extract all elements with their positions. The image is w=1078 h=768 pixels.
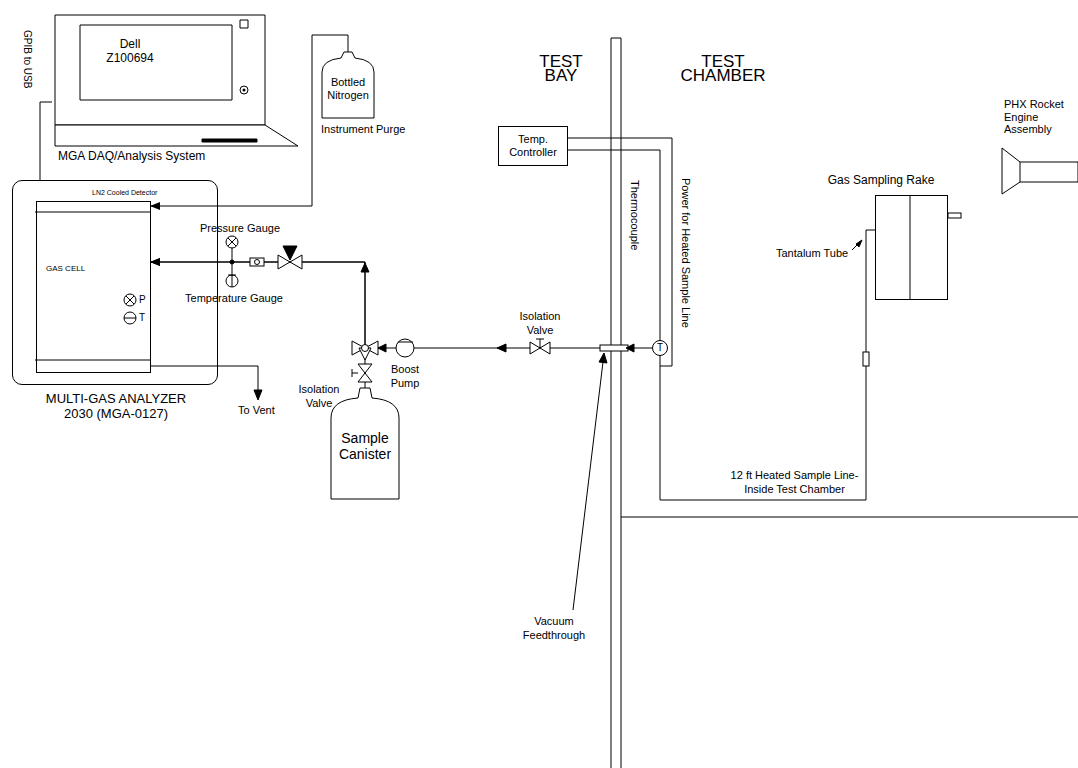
power-wire: [566, 138, 672, 366]
laptop: Dell Z100694MGA DAQ/Analysis System: [52, 12, 300, 167]
node-label: Dell Z100694: [95, 38, 165, 66]
vacuum-feedthrough: [600, 345, 628, 351]
connector-label: GPIB to USB: [21, 30, 33, 88]
arrowhead: [626, 344, 634, 352]
rake-probe: [948, 213, 961, 218]
vent-line: [150, 366, 258, 392]
node-label: GAS CELL: [46, 264, 85, 273]
nozzle-throat: [1020, 162, 1021, 182]
laptop-indicator: [240, 20, 248, 28]
three-way-valve-symbol: [352, 341, 378, 360]
text-label: Tantalum Tube: [776, 246, 848, 260]
cell-band: [35, 212, 150, 213]
rake-divider: [910, 195, 911, 300]
node-label: Sample Canister: [332, 430, 398, 462]
laptop-button: [240, 86, 248, 94]
node-label: Temp. Controller: [502, 133, 564, 158]
thermocouple-wire: [566, 150, 660, 341]
text-label: P: [139, 293, 146, 307]
laptop-button-dot: [243, 89, 246, 92]
cell-pressure-symbol: [124, 294, 136, 306]
text-label: Instrument Purge: [321, 122, 405, 136]
pressure-gauge-symbol: [226, 236, 238, 248]
laptop-base: [55, 125, 298, 146]
rocket-engine-assembly: PHX Rocket Engine Assembly: [998, 98, 1078, 198]
text-label: LN2 Cooled Detector: [92, 186, 157, 200]
arrowhead: [497, 344, 506, 352]
laptop-outline: [52, 12, 300, 167]
pump-symbol: [396, 339, 414, 357]
connector: [151, 230, 875, 500]
text-label: Temperature Gauge: [178, 291, 290, 305]
laptop-slot: [202, 139, 257, 142]
text-label: 12 ft Heated Sample Line- Inside Test Ch…: [722, 468, 867, 496]
vertical-label: Power for Heated Sample Line: [679, 178, 693, 328]
filter-symbol: [250, 258, 264, 266]
sample-canister: Sample Canister: [328, 388, 402, 500]
text-label: Pressure Gauge: [192, 221, 288, 235]
laptop-lid: [55, 15, 265, 125]
arrowhead: [361, 263, 369, 272]
text-label: To Vent: [238, 403, 275, 417]
vertical-label: Thermocouple: [628, 180, 642, 250]
arrowhead: [254, 390, 262, 400]
node-label: PHX Rocket Engine Assembly: [1004, 98, 1076, 136]
gas-cell: GAS CELL: [36, 201, 151, 373]
controller-box: Temp. Controller: [498, 126, 568, 166]
node-label: MULTI-GAS ANALYZER 2030 (MGA-0127): [31, 392, 201, 422]
bottle-body: [322, 52, 374, 118]
node-heading: MGA DAQ/Analysis System: [58, 150, 205, 164]
rocket-engine: [1002, 148, 1078, 194]
leader-line: [573, 362, 603, 610]
temperature-gauge-symbol: [226, 275, 238, 287]
text-label: TEST BAY: [526, 55, 596, 83]
text-label: TEST CHAMBER: [668, 55, 778, 83]
chamber-floor: [621, 517, 1078, 518]
sampling-rake: Gas Sampling Rake: [875, 195, 948, 300]
cell-temperature-symbol: [124, 312, 136, 324]
arrowhead: [378, 344, 386, 352]
cell-band: [35, 360, 150, 361]
metering-valve-symbol: [278, 246, 302, 269]
text-label: Isolation Valve: [512, 309, 568, 337]
thermocouple-symbol: [653, 341, 668, 356]
canister-body: [331, 388, 399, 499]
junction-dot: [230, 260, 234, 264]
tube-fitting: [863, 352, 869, 366]
gas-bottle: Bottled Nitrogen: [319, 52, 377, 118]
laptop-screen: [80, 25, 232, 100]
node-label: Bottled Nitrogen: [322, 76, 374, 101]
text-label: Vacuum Feedthrough: [514, 614, 594, 642]
arrowhead: [599, 353, 607, 363]
arrowhead: [856, 240, 862, 247]
wall: [611, 38, 621, 768]
text-label: T: [139, 311, 145, 325]
connector: [40, 102, 52, 180]
text-label: Boost Pump: [383, 362, 427, 390]
node-label: Gas Sampling Rake: [796, 174, 966, 188]
isolation-valve-symbol: [352, 364, 372, 382]
text-label: T: [653, 341, 667, 355]
isolation-valve-symbol: [530, 339, 550, 354]
analyzer-box: MULTI-GAS ANALYZER 2030 (MGA-0127)GAS CE…: [12, 180, 218, 385]
